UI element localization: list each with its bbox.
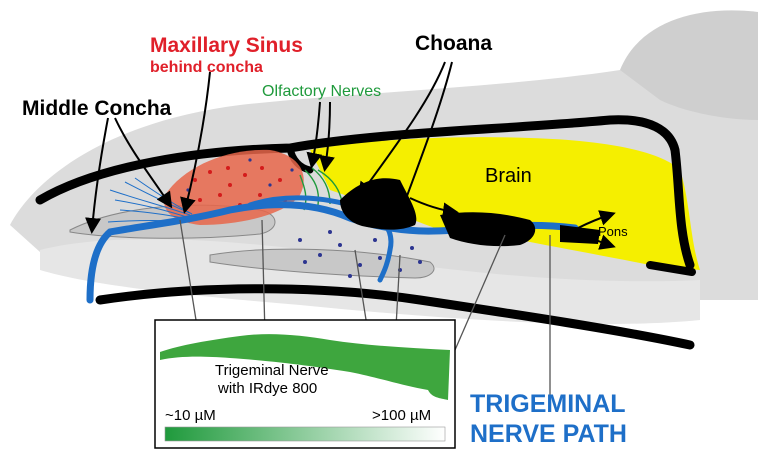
trigeminal-path-label-2: NERVE PATH: [470, 420, 627, 448]
inset-caption-2: with IRdye 800: [217, 380, 317, 397]
middle-concha-label: Middle Concha: [22, 97, 172, 120]
scale-max-label: >100 µM: [372, 407, 431, 424]
maxillary-sinus-label: Maxillary Sinus: [150, 34, 303, 57]
choana-label: Choana: [415, 32, 492, 55]
concentration-scale-bar: [165, 427, 445, 441]
inset-caption-1: Trigeminal Nerve: [215, 362, 329, 379]
trigeminal-path-label-1: TRIGEMINAL: [470, 390, 626, 418]
olfactory-nerves-label: Olfactory Nerves: [262, 83, 381, 100]
pons-label: Pons: [598, 224, 628, 239]
scale-min-label: ~10 µM: [165, 407, 216, 424]
inset-panel: Trigeminal Nerve with IRdye 800 ~10 µM >…: [155, 320, 455, 448]
maxillary-sinus-sublabel: behind concha: [150, 59, 263, 76]
brain-label: Brain: [485, 165, 532, 187]
